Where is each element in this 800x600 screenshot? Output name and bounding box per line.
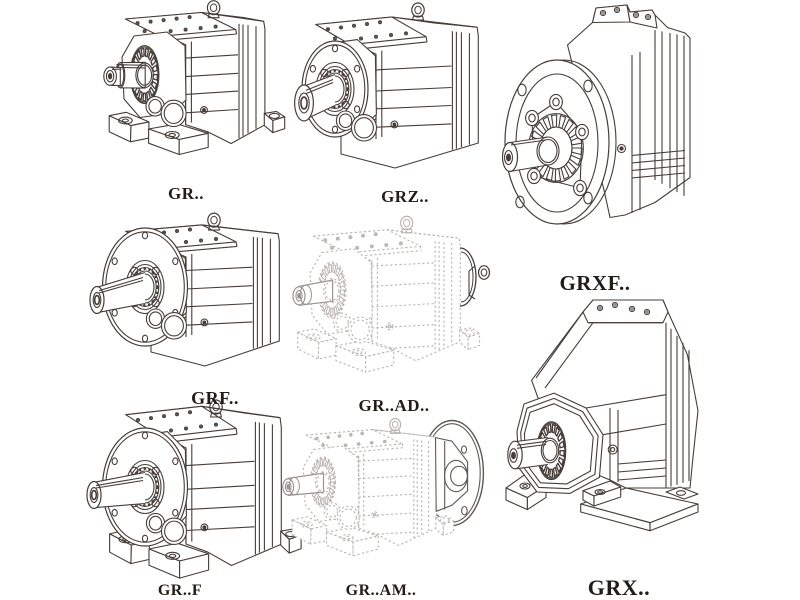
svg-text:GRZ..: GRZ.. bbox=[381, 187, 429, 206]
svg-text:GR..: GR.. bbox=[168, 184, 204, 203]
svg-text:GRXF..: GRXF.. bbox=[559, 271, 630, 295]
svg-text:GR..F: GR..F bbox=[158, 582, 202, 599]
svg-text:GR..AM..: GR..AM.. bbox=[346, 582, 417, 599]
svg-text:GRF..: GRF.. bbox=[191, 388, 239, 408]
svg-text:GRX..: GRX.. bbox=[588, 575, 650, 600]
svg-text:GR..AD..: GR..AD.. bbox=[358, 396, 429, 415]
